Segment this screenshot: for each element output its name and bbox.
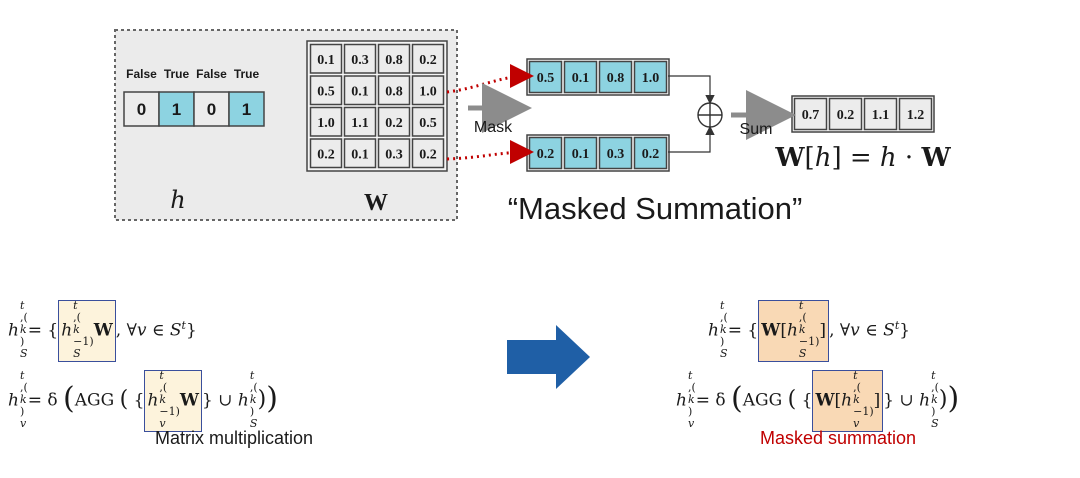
masked-value: 0.5 [537,71,555,86]
sum-value: 0.7 [802,108,820,123]
W-value: 0.3 [385,147,403,162]
sum-cell [898,97,933,131]
W-value: 1.0 [419,84,437,99]
W-matrix: 0.1 0.3 0.8 0.2 0.5 0.1 0.8 1.0 1.0 1.1 0.2 0.5 0.2 0… [306,40,448,172]
mask-label: Mask [474,119,513,136]
masked-value: 0.1 [572,71,590,86]
W-value: 0.2 [419,147,437,162]
masked-cell [563,136,598,170]
W-value: 0.2 [317,147,335,162]
W-cell [377,106,411,137]
W-cell [309,43,343,74]
connector-top [668,75,715,105]
h-cell [123,91,160,127]
h-label: False [196,67,227,81]
W-cell [411,106,445,137]
sum-value: 1.2 [907,108,925,123]
W-value: 0.3 [351,53,369,68]
masked-value: 1.0 [642,71,660,86]
W-value: 0.1 [317,53,335,68]
masked-value: 0.2 [537,147,555,162]
right-caption: Masked summation [760,428,917,448]
W-cell [411,43,445,74]
sum-cell [863,97,898,131]
masked-cell [598,60,633,94]
W-value: 0.8 [385,84,403,99]
sum-vector: 0.7 0.2 1.1 1.2 [791,95,935,133]
mask-arrow-2 [446,140,534,165]
W-value: 1.0 [317,116,335,131]
masked-cell [598,136,633,170]
diagram-title: “Masked Summation” [508,191,803,226]
W-cell [343,75,377,106]
W-cell [377,138,411,169]
h-value: 0 [137,100,146,119]
masked-rows: 0.5 0.1 0.8 1.0 0.2 0.1 0.3 0.2 [526,58,670,172]
masked-equation: W[h] = h · W [774,143,951,173]
masked-value: 0.2 [642,147,660,162]
plus-icon [697,102,723,128]
masked-value: 0.1 [572,147,590,162]
masked-cell [563,60,598,94]
transform-arrow-icon [507,325,590,389]
h-vector: 0 False 1 True 0 False 1 True [123,67,265,127]
mask-arrow-1 [446,64,534,94]
left-caption: Matrix multiplication [155,428,314,448]
masked-cell [633,136,668,170]
W-value: 0.1 [351,84,369,99]
h-label: True [164,67,190,81]
W-cell [343,138,377,169]
W-cell [377,43,411,74]
sum-cell [793,97,828,131]
W-value: 0.5 [317,84,335,99]
masked-cell [633,60,668,94]
W-value: 0.1 [351,147,369,162]
W-cell [309,138,343,169]
sum-cell [828,97,863,131]
sum-label: Sum [740,121,773,138]
h-symbol: h [170,186,185,214]
masked-value: 0.8 [607,71,625,86]
W-cell [309,106,343,137]
W-cell [309,75,343,106]
sum-value: 1.1 [872,108,890,123]
W-value: 0.8 [385,53,403,68]
W-value: 0.5 [419,116,437,131]
h-label: True [234,67,260,81]
h-label: False [126,67,157,81]
h-value: 1 [242,100,251,119]
W-value: 0.2 [385,116,403,131]
W-cell [411,75,445,106]
W-value: 0.2 [419,53,437,68]
h-value: 1 [172,100,181,119]
W-symbol: W [364,190,388,216]
W-value: 1.1 [351,116,369,131]
W-cell [377,75,411,106]
h-value: 0 [207,100,216,119]
h-cell [228,91,265,127]
masked-value: 0.3 [607,147,625,162]
W-cell [343,43,377,74]
sum-value: 0.2 [837,108,855,123]
connector-bottom [668,125,715,153]
W-cell [343,106,377,137]
W-cell [411,138,445,169]
